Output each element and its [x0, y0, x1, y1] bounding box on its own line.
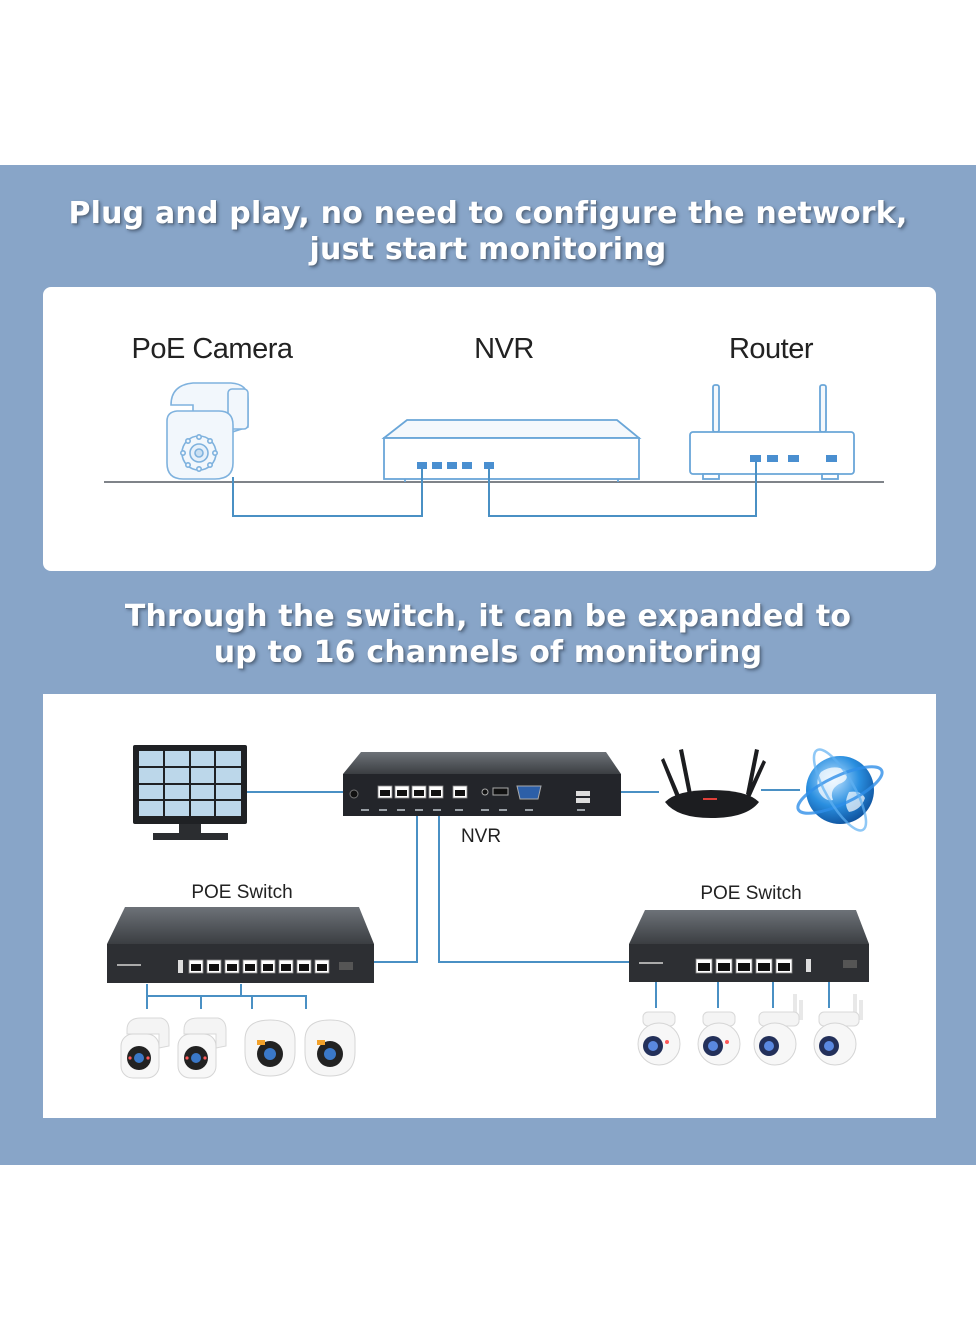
nvr-label: NVR — [474, 333, 534, 365]
dome-camera-icon — [304, 1019, 356, 1077]
poe-camera-label: PoE Camera — [131, 333, 293, 365]
headline-plug-and-play: Plug and play, no need to configure the … — [0, 196, 976, 268]
router-ports — [750, 455, 837, 462]
ptz-camera-icon — [166, 382, 249, 480]
simple-topology-diagram — [104, 382, 884, 517]
headline-line: Plug and play, no need to configure the … — [68, 196, 908, 231]
monitor-icon — [133, 745, 247, 840]
globe-icon — [796, 748, 884, 832]
wifi-router-icon — [661, 749, 766, 818]
ptz-camera-icon — [637, 1011, 681, 1066]
headline-line: just start monitoring — [309, 232, 667, 267]
wifi-ptz-camera-icon — [753, 994, 803, 1066]
router-icon — [689, 384, 855, 480]
dome-camera-icon — [244, 1019, 296, 1077]
connection-lines — [146, 789, 830, 1009]
nvr-device-icon — [343, 752, 621, 816]
ptz-camera-icon — [120, 1017, 170, 1079]
headline-switch-expansion: Through the switch, it can be expanded t… — [0, 599, 976, 671]
wifi-ptz-camera-icon — [813, 994, 863, 1066]
simple-topology-panel: PoE Camera NVR Router — [43, 287, 936, 571]
right-poe-switch-icon — [629, 910, 869, 982]
ptz-camera-icon — [177, 1017, 227, 1079]
ptz-camera-icon — [697, 1011, 741, 1066]
headline-line: Through the switch, it can be expanded t… — [124, 599, 852, 634]
right-poe-switch-label: POE Switch — [700, 883, 802, 904]
left-poe-switch-icon — [107, 907, 374, 983]
nvr-label: NVR — [460, 826, 502, 847]
nvr-to-router-cable — [488, 462, 757, 517]
left-poe-switch-label: POE Switch — [191, 882, 293, 903]
expanded-topology-diagram — [107, 745, 884, 1079]
camera-to-nvr-cable — [232, 469, 423, 517]
expanded-topology-panel: NVR POE Switch POE Switch — [43, 694, 936, 1118]
nvr-poe-ports — [417, 462, 494, 469]
nvr-icon — [381, 419, 642, 482]
headline-line: up to 16 channels of monitoring — [213, 635, 763, 670]
router-label: Router — [728, 333, 814, 365]
